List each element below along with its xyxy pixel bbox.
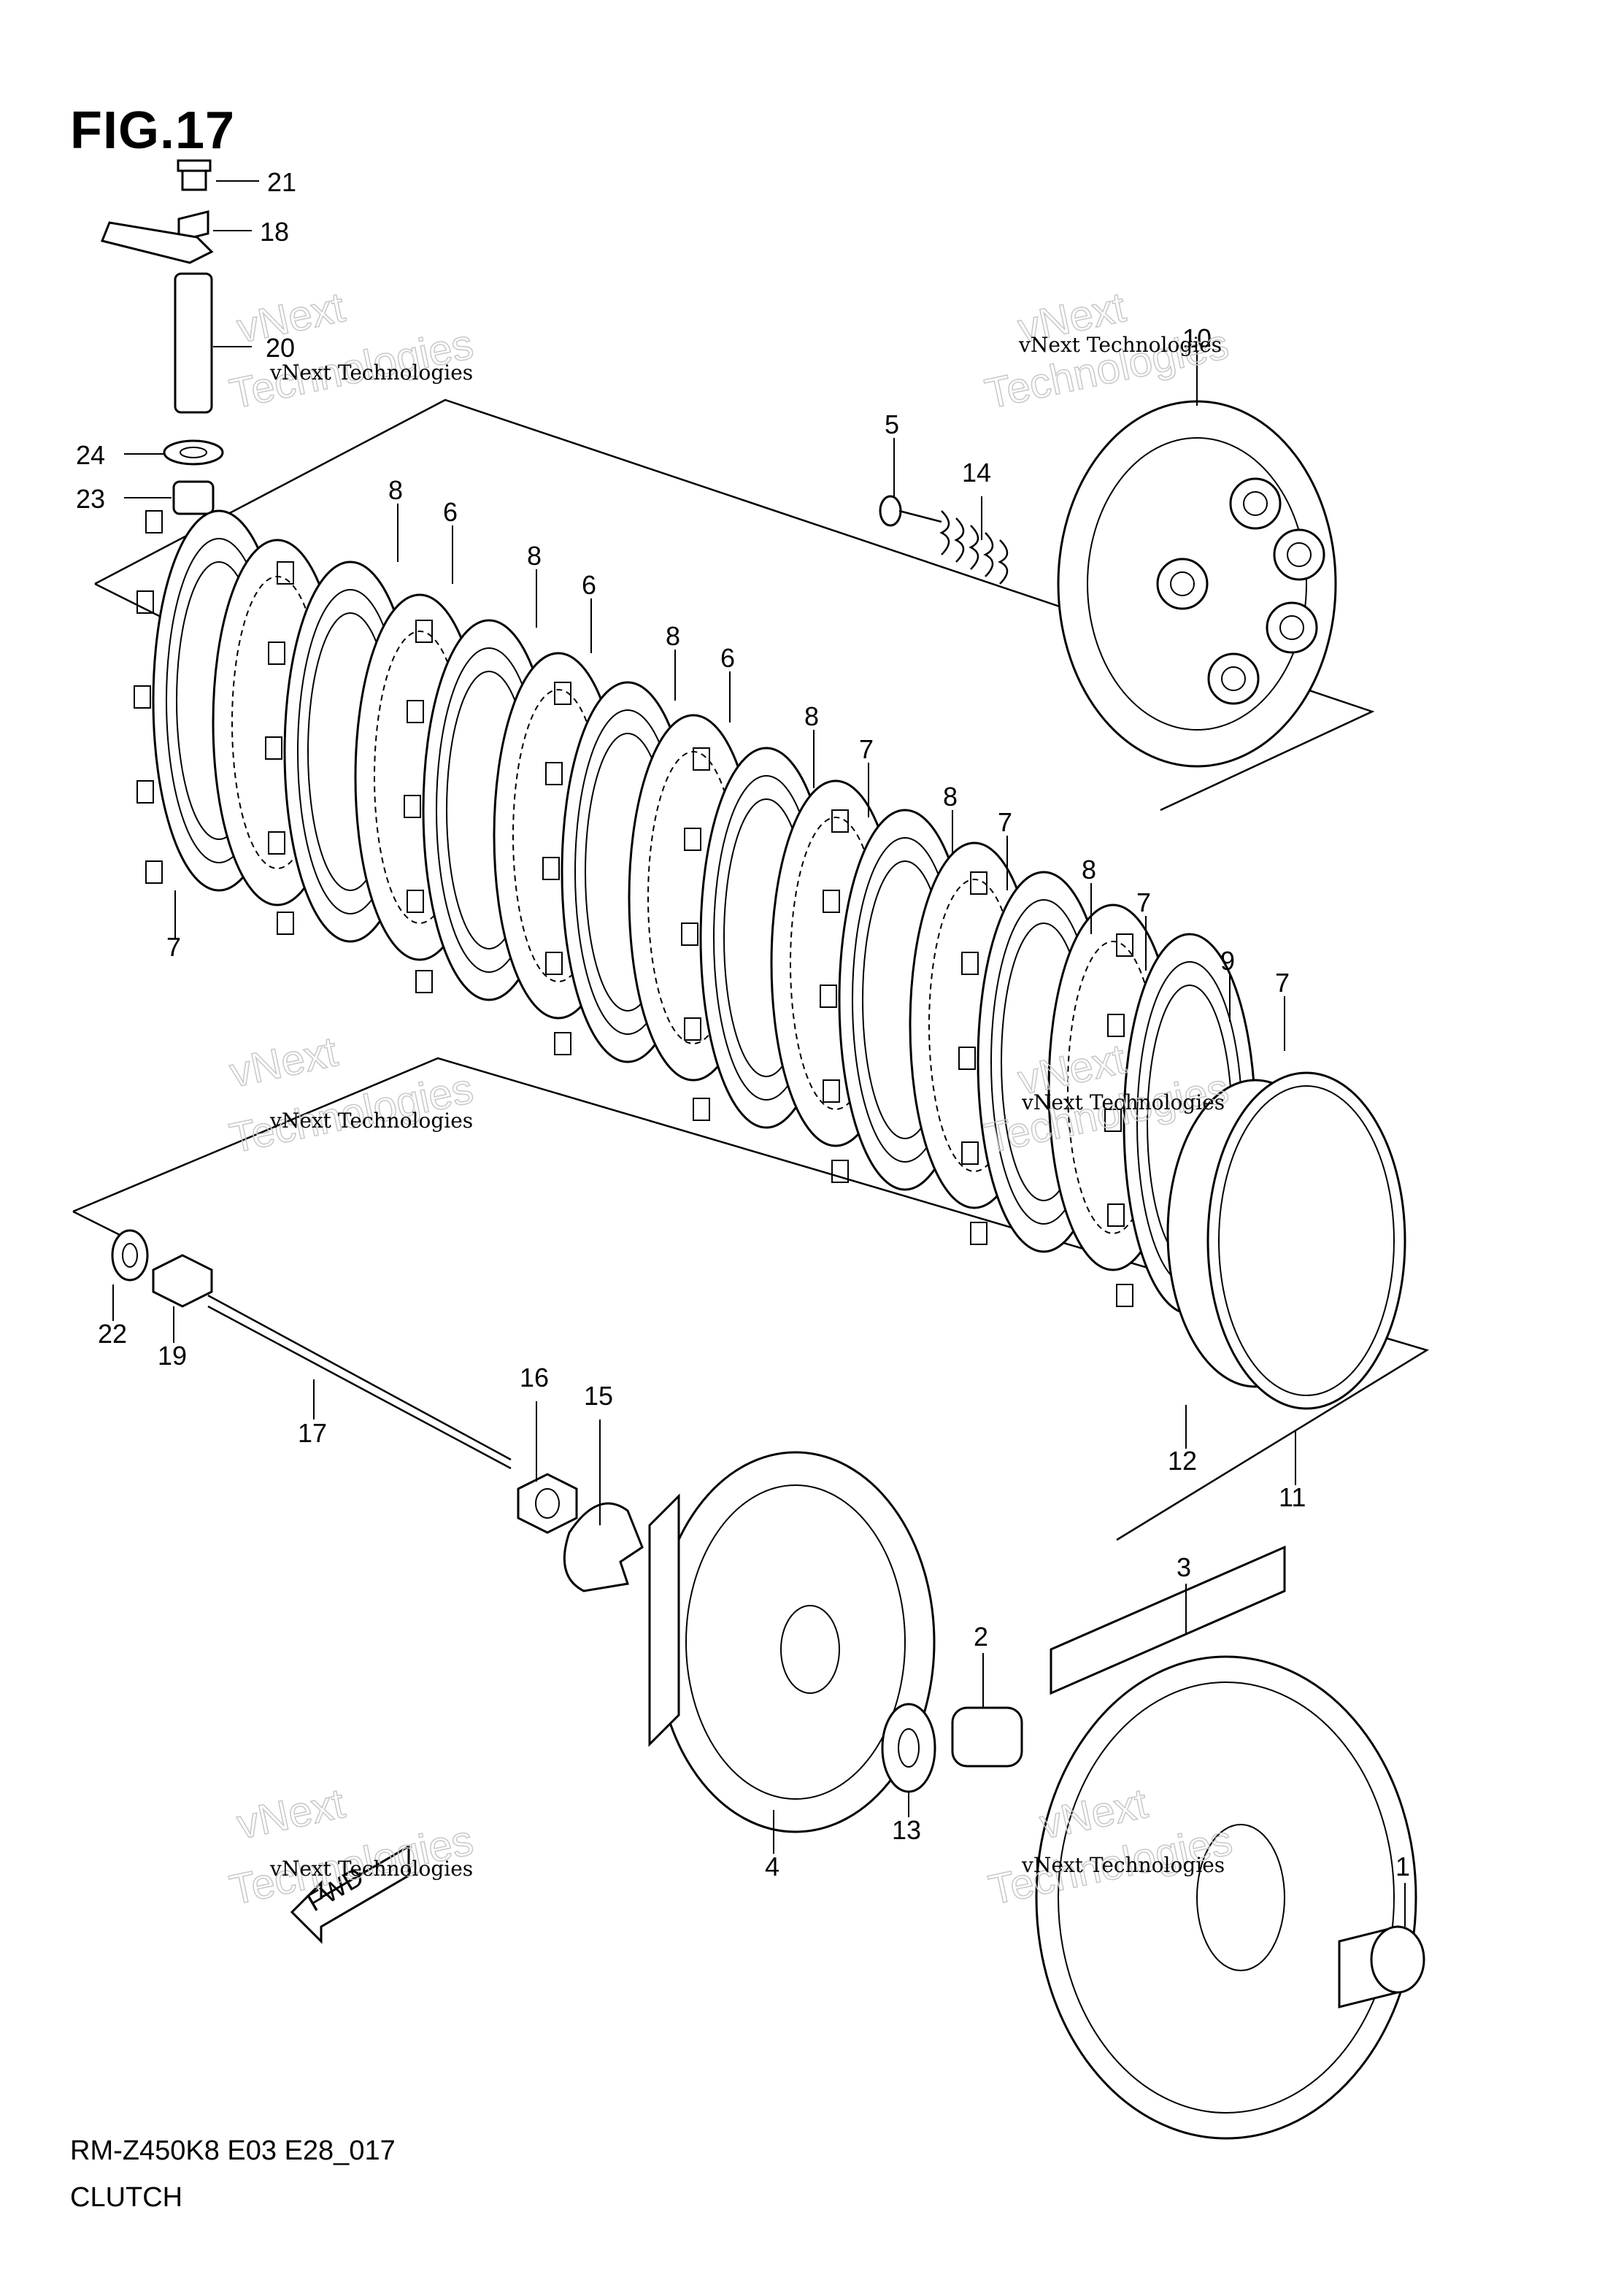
watermark-text-3: vNext Technologies: [269, 1109, 473, 1133]
callout-19: 19: [158, 1341, 187, 1371]
clutch-sleeve-hub: [648, 1451, 936, 1833]
callout-8-4: 8: [804, 701, 819, 731]
figure-title: FIG.17: [70, 101, 236, 160]
callout-1: 1: [1395, 1852, 1410, 1881]
callout-21: 21: [267, 167, 296, 197]
watermark-text-2: vNext Technologies: [1018, 333, 1222, 357]
callout-labels: 21 18 20 24 23 10 5 14 8 6 8 6 8 6 8 7 8…: [76, 167, 1410, 1881]
callout-16: 16: [520, 1363, 549, 1392]
callout-8-1: 8: [388, 475, 403, 505]
callout-23: 23: [76, 484, 105, 514]
callout-8-5: 8: [943, 782, 958, 812]
callout-22: 22: [98, 1319, 127, 1349]
callout-13: 13: [892, 1815, 921, 1845]
spring-ring-11: [1206, 1071, 1406, 1410]
nut-and-lockwasher: [517, 1473, 644, 1592]
leader-lines: [112, 180, 1406, 1927]
watermarks: vNext Technologies vNext Technologies vN…: [225, 283, 1236, 1915]
callout-7-3: 7: [1136, 887, 1151, 917]
callout-3: 3: [1177, 1552, 1191, 1582]
release-shaft-assembly: [100, 159, 224, 515]
callout-14: 14: [962, 458, 991, 488]
bolt-and-spring: [879, 495, 1009, 585]
lower-group-frame: [72, 1057, 1430, 1541]
callout-7-2: 7: [998, 807, 1012, 837]
callout-2: 2: [974, 1622, 988, 1652]
callout-8-2: 8: [527, 541, 542, 571]
svg-text:vNext: vNext: [233, 1779, 349, 1848]
spacer-1: [1338, 1925, 1425, 2008]
callout-5: 5: [885, 409, 899, 439]
callout-9: 9: [1220, 946, 1235, 976]
callout-17: 17: [298, 1418, 327, 1448]
callout-8-6: 8: [1082, 855, 1096, 885]
watermark-text-1: vNext Technologies: [269, 361, 473, 385]
washer-and-bearing: [881, 1703, 1023, 1793]
callout-7-5: 7: [166, 932, 181, 962]
callout-4: 4: [765, 1852, 779, 1881]
clutch-housing: [1035, 1545, 1417, 2140]
callout-20: 20: [266, 333, 295, 363]
model-code: RM-Z450K8 E03 E28_017: [70, 2135, 396, 2166]
push-rod-assembly: [111, 1229, 512, 1470]
callout-7-4: 7: [1275, 968, 1290, 998]
callout-6-2: 6: [582, 570, 596, 600]
callout-10: 10: [1182, 323, 1212, 353]
watermark-text-6: vNext Technologies: [1021, 1853, 1225, 1877]
pressure-plate: [1057, 400, 1337, 768]
upper-group-frame: [94, 398, 1375, 812]
clutch-plate-stack: [133, 509, 1406, 1410]
svg-text:vNext: vNext: [226, 1028, 342, 1096]
svg-text:vNext: vNext: [233, 283, 349, 352]
callout-12: 12: [1168, 1446, 1197, 1476]
callout-24: 24: [76, 440, 105, 470]
diagram-subtitle: CLUTCH: [70, 2182, 183, 2213]
watermark-text-4: vNext Technologies: [1021, 1090, 1225, 1114]
callout-11: 11: [1279, 1482, 1306, 1512]
callout-7-1: 7: [859, 734, 874, 764]
callout-8-3: 8: [666, 621, 680, 651]
watermark-text-5: vNext Technologies: [269, 1857, 473, 1881]
callout-6-3: 6: [720, 643, 735, 673]
callout-15: 15: [584, 1381, 613, 1411]
callout-18: 18: [260, 217, 289, 247]
callout-6-1: 6: [443, 497, 458, 527]
